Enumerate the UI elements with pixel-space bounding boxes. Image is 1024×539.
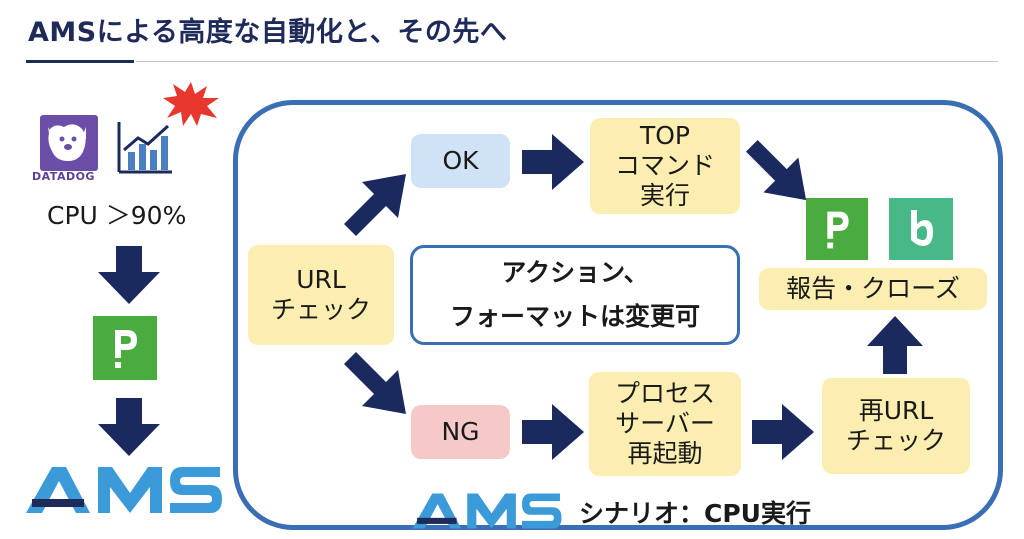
datadog-icon xyxy=(40,115,98,171)
arrow-icon xyxy=(522,404,584,460)
arrow-icon xyxy=(98,246,160,304)
scenario-frame xyxy=(233,100,1003,530)
action-note-box: アクション、 フォーマットは変更可 xyxy=(410,245,740,345)
datadog-label: DATADOG xyxy=(32,170,95,183)
action-note-line1: アクション、 xyxy=(501,258,649,288)
page-title: AMSによる高度な自動化と、その先へ xyxy=(28,17,508,48)
chart-icon xyxy=(117,122,172,174)
ng-box: NG xyxy=(411,405,510,459)
arrow-icon xyxy=(344,174,406,236)
process-restart-box: プロセス サーバー 再起動 xyxy=(589,372,741,476)
backlog-icon xyxy=(889,198,953,260)
alert-burst-icon xyxy=(163,82,219,126)
top-command-box: TOP コマンド 実行 xyxy=(590,118,740,214)
url-check-box: URL チェック xyxy=(248,245,394,345)
title-underline xyxy=(26,60,134,63)
arrow-icon xyxy=(98,398,160,456)
arrow-icon xyxy=(867,316,923,374)
scenario-label: シナリオ：CPU実行 xyxy=(579,499,811,528)
action-note-line2: フォーマットは変更可 xyxy=(449,302,700,331)
arrow-icon xyxy=(344,352,406,414)
title-divider xyxy=(136,61,998,62)
ams-logo xyxy=(412,493,562,529)
arrow-icon xyxy=(522,134,584,190)
ok-box: OK xyxy=(411,134,510,188)
recheck-box: 再URL チェック xyxy=(822,378,970,474)
report-close-box: 報告・クローズ xyxy=(759,268,987,310)
pagerduty-icon xyxy=(93,316,157,380)
arrow-icon xyxy=(752,404,814,460)
pagerduty-icon xyxy=(806,198,868,260)
arrow-icon xyxy=(746,140,807,201)
cpu-threshold-label: CPU ＞90% xyxy=(47,201,187,230)
ams-logo xyxy=(26,467,222,513)
